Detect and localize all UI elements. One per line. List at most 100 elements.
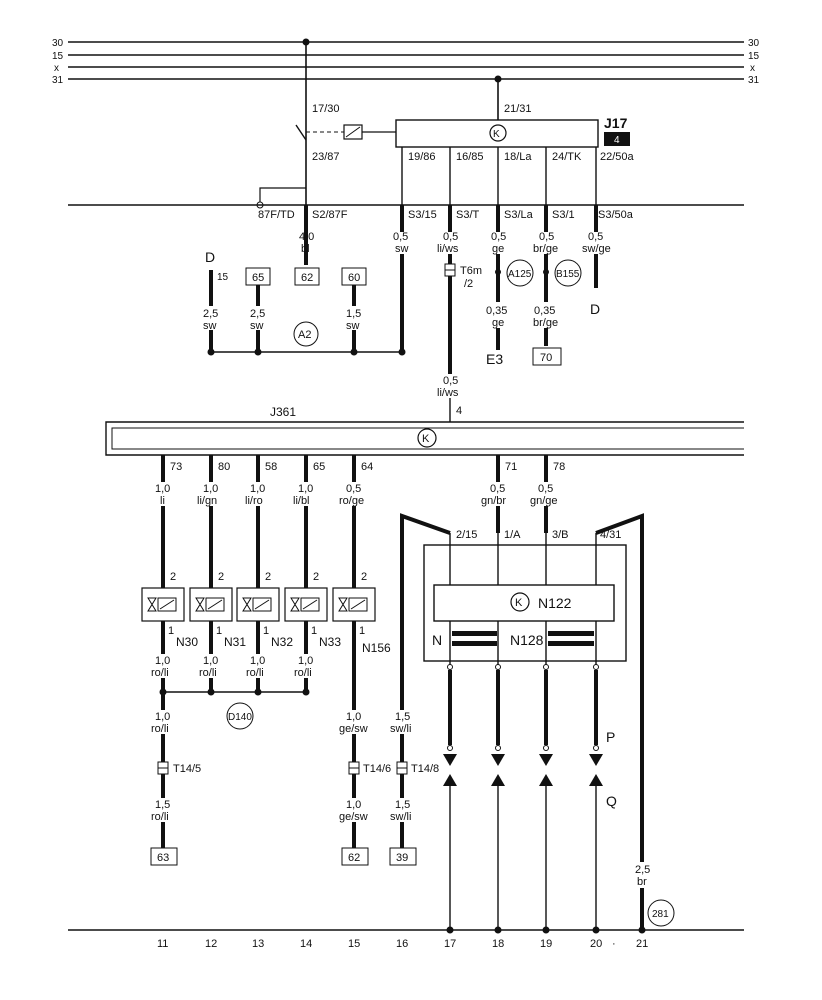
wire-brge035-size: 0,35 bbox=[534, 305, 555, 317]
ref-box-63 bbox=[150, 847, 178, 866]
j361-pin-58: 58 bbox=[265, 461, 277, 473]
j361-pin-78: 78 bbox=[553, 461, 565, 473]
j17-badge bbox=[604, 132, 630, 146]
valve-n32-pin-1: 1 bbox=[263, 625, 269, 637]
j361-pin-64: 64 bbox=[361, 461, 373, 473]
valve-n33-label: N33 bbox=[319, 635, 341, 649]
track-12: 12 bbox=[205, 938, 217, 950]
wire-n33-out-size: 1,0 bbox=[298, 655, 313, 667]
wire-roli-1-color: ro/li bbox=[151, 723, 169, 735]
wire-s315-size: 0,5 bbox=[393, 231, 408, 243]
current-track-numbers: 11 12 13 14 15 16 17 18 19 20 · 21 bbox=[157, 938, 648, 950]
wire-d15-color: sw bbox=[203, 320, 217, 332]
wire-swli-1-color: sw/li bbox=[390, 723, 411, 735]
j361-pin-65: 65 bbox=[313, 461, 325, 473]
valve-n30-pin-2: 2 bbox=[170, 571, 176, 583]
connector-t14-8: T14/8 bbox=[411, 763, 439, 775]
ignition-module: 2/15 1/A 3/B 4/31 K N122 N N128 bbox=[423, 529, 627, 670]
track-15: 15 bbox=[348, 938, 360, 950]
valve-n31-pin-2: 2 bbox=[218, 571, 224, 583]
connector-t6m: T6m bbox=[460, 265, 482, 277]
wires-valve-out: 1,0 ro/li 1,0 ro/li 1,0 ro/li 1,0 ro/li … bbox=[145, 654, 324, 730]
coil-n128-label: N128 bbox=[510, 632, 544, 648]
wire-s3la-size: 0,5 bbox=[491, 231, 506, 243]
ref-e3: E3 bbox=[486, 351, 503, 367]
rail-label-31-left: 31 bbox=[52, 75, 64, 86]
wire-s350a-size: 0,5 bbox=[588, 231, 603, 243]
wire-brge035-color: br/ge bbox=[533, 317, 558, 329]
valve-n156-pin-2: 2 bbox=[361, 571, 367, 583]
ground-281: 281 bbox=[652, 909, 669, 920]
ref-d-right: D bbox=[590, 301, 600, 317]
connector-s3-t: S3/T bbox=[456, 209, 480, 221]
j17-pin-22-50a: 22/50a bbox=[600, 151, 635, 163]
module-pin-4-31: 4/31 bbox=[600, 529, 621, 541]
connector-s3-50a: S3/50a bbox=[598, 209, 634, 221]
j17-relay: 17/30 21/31 23/87 K J17 4 19/86 16/85 18… bbox=[256, 42, 635, 209]
valve-n31-pin-1: 1 bbox=[216, 625, 222, 637]
j17-pin-24-tk: 24/TK bbox=[552, 151, 582, 163]
connector-87f-td: 87F/TD bbox=[258, 209, 295, 221]
wire-gesw-2-color: ge/sw bbox=[339, 811, 368, 823]
wire-j361-color: li/ws bbox=[437, 387, 459, 399]
wire-n32-out-size: 1,0 bbox=[250, 655, 265, 667]
j17-badge-text: 4 bbox=[614, 135, 620, 146]
electronic-module-icon bbox=[489, 124, 507, 142]
wire-ge035-color: ge bbox=[492, 317, 504, 329]
connector-s2-87f: S2/87F bbox=[312, 209, 348, 221]
wire-s3la-color: ge bbox=[492, 243, 504, 255]
valve-n156-pin-1: 1 bbox=[359, 625, 365, 637]
wire-s31-color: br/ge bbox=[533, 243, 558, 255]
wire-swli-2-size: 1,5 bbox=[395, 799, 410, 811]
j17-pin-21-31: 21/31 bbox=[504, 103, 532, 115]
wire-60-color: sw bbox=[346, 320, 360, 332]
wires-lower: 1,0 ro/li T14/5 1,5 ro/li 63 1,0 ge/sw T… bbox=[145, 513, 675, 930]
wire-64-color: ro/ge bbox=[339, 495, 364, 507]
ref-box-62 bbox=[294, 267, 320, 286]
track-20: 20 bbox=[590, 938, 602, 950]
wire-gesw-2-size: 1,0 bbox=[346, 799, 361, 811]
wire-gesw-1-color: ge/sw bbox=[339, 723, 368, 735]
wire-ge035-size: 0,35 bbox=[486, 305, 507, 317]
wire-73-color: li bbox=[160, 495, 165, 507]
ground-b155: B155 bbox=[556, 269, 580, 280]
wire-n30-out-size: 1,0 bbox=[155, 655, 170, 667]
ground-a2: A2 bbox=[298, 329, 311, 341]
valve-n32-pin-2: 2 bbox=[265, 571, 271, 583]
wire-gesw-1-size: 1,0 bbox=[346, 711, 361, 723]
j17-pin-19-86: 19/86 bbox=[408, 151, 436, 163]
ref-box-39-label: 39 bbox=[396, 852, 408, 864]
ref-box-62-lower bbox=[341, 847, 369, 866]
wire-n31-out-size: 1,0 bbox=[203, 655, 218, 667]
wire-58-size: 1,0 bbox=[250, 483, 265, 495]
n122-label: N122 bbox=[538, 595, 572, 611]
connector-s3-1: S3/1 bbox=[552, 209, 575, 221]
track-11: 11 bbox=[157, 938, 168, 950]
ref-box-39 bbox=[389, 847, 417, 866]
ref-box-62-lower-label: 62 bbox=[348, 852, 360, 864]
j17-pin-17-30: 17/30 bbox=[312, 103, 340, 115]
ref-d-pin-15: 15 bbox=[217, 272, 229, 283]
ground-d140: D140 bbox=[228, 712, 252, 723]
j361-label: J361 bbox=[270, 405, 296, 419]
connector-t14-5: T14/5 bbox=[173, 763, 201, 775]
wire-br-size: 2,5 bbox=[635, 864, 650, 876]
track-17: 17 bbox=[444, 938, 456, 950]
wire-d15-size: 2,5 bbox=[203, 308, 218, 320]
ground-line bbox=[68, 926, 744, 934]
valve-n33-pin-1: 1 bbox=[311, 625, 317, 637]
wire-s3t-size: 0,5 bbox=[443, 231, 458, 243]
ref-box-65-label: 65 bbox=[252, 272, 264, 284]
ref-d-left: D bbox=[205, 249, 215, 265]
rail-label-31-right: 31 bbox=[748, 75, 760, 86]
wire-n30-out-color: ro/li bbox=[151, 667, 169, 679]
track-19: 19 bbox=[540, 938, 552, 950]
spark-plug-q: Q bbox=[606, 793, 617, 809]
connector-t14-6: T14/6 bbox=[363, 763, 391, 775]
svg-text:K: K bbox=[515, 597, 523, 609]
wire-64-size: 0,5 bbox=[346, 483, 361, 495]
track-18: 18 bbox=[492, 938, 504, 950]
wire-roli-1-size: 1,0 bbox=[155, 711, 170, 723]
wire-s350a-color: sw/ge bbox=[582, 243, 611, 255]
